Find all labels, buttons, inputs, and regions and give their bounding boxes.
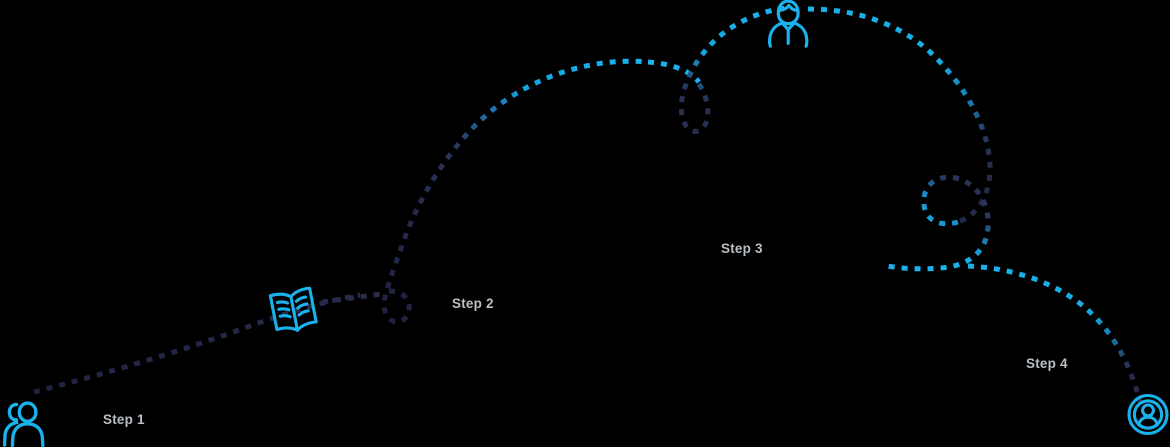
path-segment-4: [647, 59, 701, 84]
open-book-icon[interactable]: [266, 285, 321, 335]
path-segment-3: [381, 58, 649, 325]
path-segment-7: [881, 174, 991, 272]
path-segment-2: [321, 291, 383, 305]
users-icon[interactable]: [2, 398, 52, 447]
step-4-label: Step 4: [1026, 356, 1068, 371]
path-segment-6: [807, 6, 993, 225]
business-person-icon[interactable]: [765, 0, 811, 48]
path-segment-8: [967, 263, 1143, 403]
step-2-label: Step 2: [452, 296, 494, 311]
path-segment-5: [678, 5, 790, 134]
user-circle-target-icon[interactable]: [1127, 391, 1169, 437]
step-3-label: Step 3: [721, 241, 763, 256]
journey-dotted-path: [33, 5, 1143, 403]
step-1-label: Step 1: [103, 412, 145, 427]
